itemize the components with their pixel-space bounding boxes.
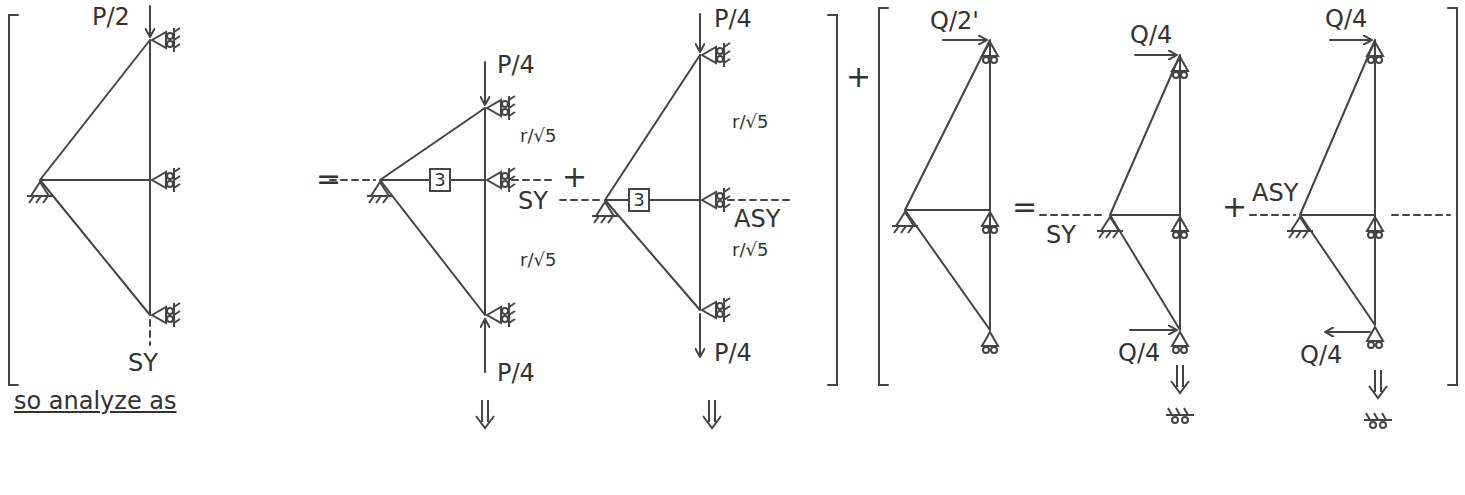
sketch-label: P/4 — [714, 6, 752, 32]
member-number-box: 3 — [429, 168, 451, 192]
sketch-label: = — [316, 162, 341, 195]
sketch-label: SY — [128, 350, 158, 376]
sketch-label: SY — [518, 188, 548, 214]
sketch-label: Q/2' — [930, 8, 979, 34]
sketch-label: Q/4 — [1300, 342, 1342, 368]
sketch-label: r/√5 — [732, 240, 768, 260]
sketch-label: r/√5 — [520, 250, 556, 270]
sketch-label: Q/4 — [1130, 22, 1172, 48]
sketch-label: SY — [1046, 222, 1076, 248]
sketch-label: Q/4 — [1325, 6, 1367, 32]
sketch-label: so analyze as — [14, 388, 177, 414]
sketch-label: + — [1222, 190, 1247, 223]
sketch-label: = — [1012, 190, 1037, 223]
sketch-label: P/2 — [92, 4, 130, 30]
sketch-label: ASY — [734, 206, 780, 232]
sketch-label: r/√5 — [520, 126, 556, 146]
sketch-label: r/√5 — [732, 112, 768, 132]
member-number-box: 3 — [628, 188, 650, 212]
sketch-label: P/4 — [714, 340, 752, 366]
sketch-label: P/4 — [497, 52, 535, 78]
sketch-label: Q/4 — [1118, 340, 1160, 366]
member-number: 3 — [434, 171, 445, 189]
sketch-label: + — [846, 60, 871, 93]
sketch-label: P/4 — [497, 360, 535, 386]
sketch-label: + — [562, 160, 587, 193]
sketch-label: ASY — [1252, 180, 1298, 206]
member-number: 3 — [633, 191, 644, 209]
